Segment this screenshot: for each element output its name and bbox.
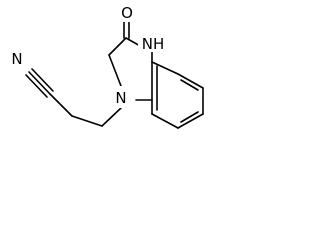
bond-c5-c6 — [177, 73, 204, 89]
bond-ch2a-ch2b — [71, 115, 103, 127]
oxygen-atom-label: O — [121, 4, 133, 22]
bond-ch2b-cn — [49, 93, 73, 117]
bond-inner-a — [180, 79, 199, 91]
bond-inner-b — [180, 111, 199, 123]
ring-nitrogen-label: N — [115, 89, 126, 107]
bond-c4a-c5 — [151, 61, 179, 75]
bond-c-ch2 — [108, 37, 127, 56]
atom-labels: O NH N N — [9, 4, 168, 108]
bond-nitrile-b — [31, 68, 54, 92]
molecule-drawing: O NH N N — [9, 4, 204, 129]
bonds — [25, 19, 204, 129]
bond-n-ch2a — [101, 107, 122, 127]
structure-canvas: O NH N N — [0, 0, 231, 150]
bond-ch2-n — [108, 54, 122, 87]
bond-nitrile-a — [28, 71, 51, 95]
bond-c7-c8 — [177, 113, 204, 129]
nh-atom-label: NH — [142, 35, 165, 53]
bond-nitrile-c — [25, 74, 48, 98]
bond-c8-c8a — [151, 113, 179, 129]
nitrile-nitrogen-label: N — [11, 50, 22, 68]
